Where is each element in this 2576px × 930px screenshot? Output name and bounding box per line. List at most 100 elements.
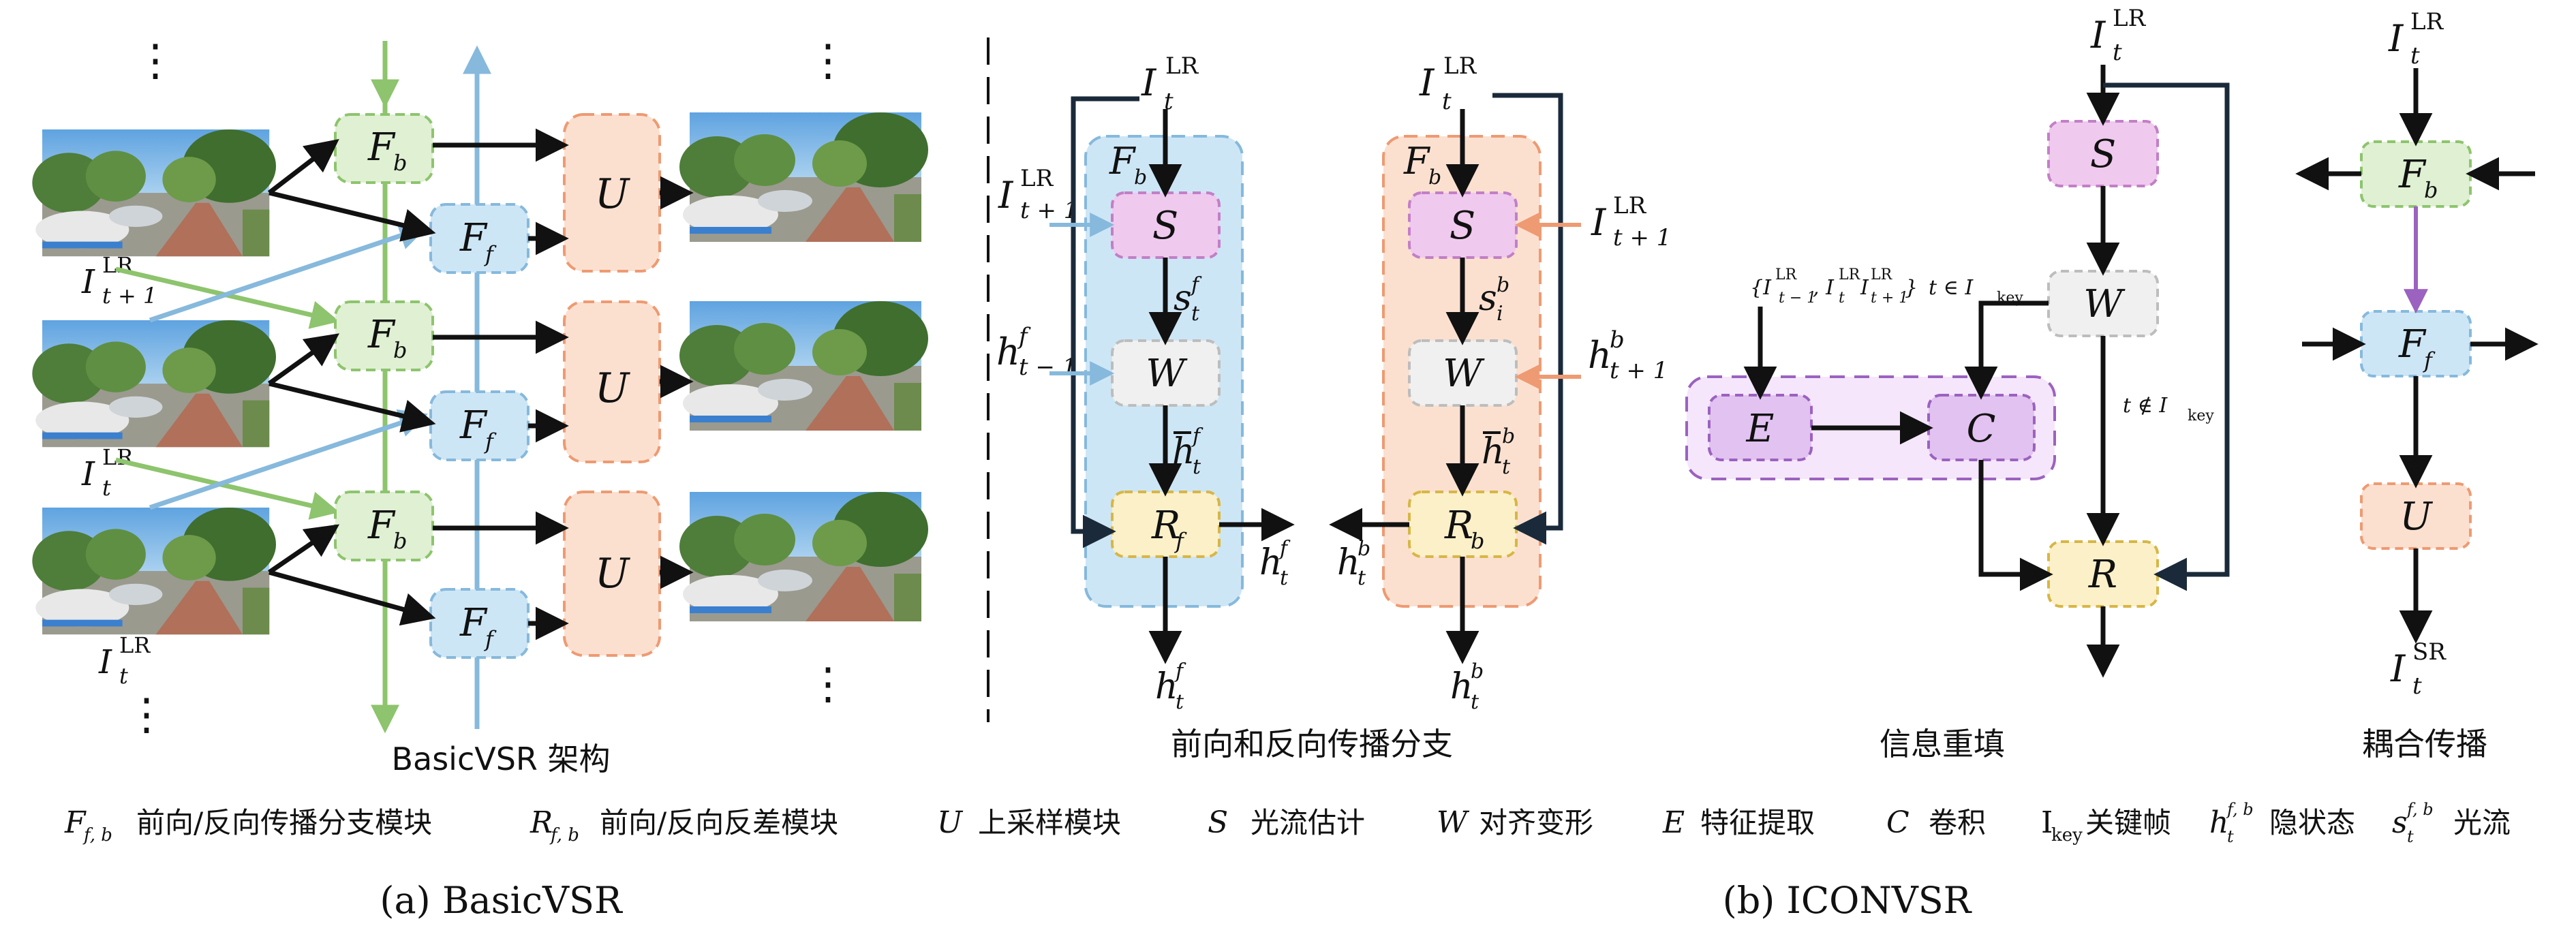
svg-text:LR: LR [2410, 8, 2444, 35]
svg-text:S: S [1152, 204, 1178, 248]
svg-text:卷积: 卷积 [1929, 806, 1986, 839]
bwd-S-box: S [1408, 191, 1518, 259]
svg-text:b: b [1358, 537, 1370, 561]
svg-text:I: I [2388, 17, 2404, 60]
svg-text:U: U [595, 170, 631, 218]
bwd-s-i-label: s b i [1479, 273, 1509, 326]
svg-text:t: t [2227, 827, 2234, 846]
input-frame-t-plus-1 [32, 129, 277, 257]
svg-text:E: E [1662, 805, 1685, 840]
svg-text:特征提取: 特征提取 [1700, 806, 1815, 839]
refill-I-t-label: I LR t [2090, 5, 2147, 66]
refill-E-box: E [1708, 394, 1813, 461]
svg-text:F: F [64, 805, 87, 840]
fwd-I-t-plus-1-label: I LR t + 1 [998, 165, 1078, 224]
coupled-panel: I LR t F b F f U I SR t [2295, 8, 2539, 762]
svg-text:W: W [1443, 352, 1485, 396]
svg-text:b: b [1134, 166, 1147, 189]
label-I-t: I LR t [81, 444, 134, 501]
svg-text:C: C [1886, 805, 1910, 840]
svg-text:t: t [1164, 88, 1174, 115]
legend-S: S 光流估计 [1208, 805, 1365, 840]
svg-text:b: b [1428, 166, 1441, 189]
svg-text:f: f [1174, 660, 1186, 683]
svg-text:F: F [459, 216, 488, 260]
legend-I-key: I key 关键帧 [2041, 805, 2171, 846]
vdots-top-right: ⋮ [806, 35, 850, 86]
svg-text:光流估计: 光流估计 [1251, 806, 1365, 839]
basicvsr-panel: ⋮ ⋮ ⋮ ⋮ I LR t + 1 I LR t I LR t [32, 35, 928, 777]
svg-text:LR: LR [1613, 192, 1647, 219]
fwd-bwd-panel: F b I LR t I LR t + 1 h f t − 1 S W R [996, 52, 1671, 762]
Fb-box-2: F b [334, 300, 434, 371]
U-box-2: U [563, 300, 661, 463]
svg-text:b: b [1610, 326, 1625, 354]
Ff-box-2: F f [429, 390, 530, 461]
svg-text:}: } [1905, 276, 1918, 300]
bwd-Rb-box: R b [1408, 491, 1518, 558]
svg-text:F: F [2398, 322, 2427, 367]
coupled-I-t-SR-label: I SR t [2390, 638, 2447, 700]
svg-text:s: s [2392, 805, 2408, 840]
key-set-label: {I t − 1 LR , I LR t I LR t + 1 } t ∈ I … [1750, 266, 2023, 307]
svg-text:F: F [459, 403, 488, 448]
svg-text:S: S [2090, 132, 2116, 176]
legend-C: C 卷积 [1886, 805, 1986, 840]
output-frame-1 [679, 112, 928, 242]
coupled-I-t-label: I LR t [2388, 8, 2444, 69]
label-I-t-lower: I LR t [98, 632, 151, 689]
svg-text:F: F [459, 601, 488, 645]
svg-text:I: I [1419, 61, 1435, 104]
svg-text:LR: LR [2113, 5, 2147, 32]
U-box-3: U [563, 491, 661, 657]
svg-text:key: key [2051, 825, 2083, 846]
svg-text:f, b: f, b [2226, 800, 2254, 819]
bwd-I-t-label: I LR t [1419, 52, 1477, 115]
svg-text:LR: LR [102, 444, 134, 470]
svg-text:F: F [367, 503, 396, 548]
fwd-Rf-box: R f [1111, 491, 1221, 558]
svg-text:i: i [1497, 302, 1503, 326]
subcaption-a: (a) BasicVSR [380, 879, 623, 922]
svg-text:F: F [1403, 140, 1431, 183]
svg-text:I: I [2090, 14, 2106, 57]
svg-text:{I: {I [1750, 276, 1772, 300]
svg-text:LR: LR [1871, 266, 1893, 283]
legend-F: F f, b 前向/反向传播分支模块 [64, 805, 432, 846]
svg-text:t: t [1471, 690, 1479, 714]
legend-U: U 上采样模块 [937, 805, 1121, 840]
svg-text:, I: , I [1813, 276, 1835, 300]
bwd-hbar-label: h b t [1482, 424, 1515, 479]
bwd-h-t-plus-1-label: h b t + 1 [1588, 326, 1668, 384]
refill-C-box: C [1927, 394, 2036, 461]
svg-text:R: R [1444, 503, 1473, 548]
Ff-box-3: F f [429, 588, 530, 659]
svg-text:t + 1: t + 1 [1020, 197, 1078, 224]
svg-text:光流: 光流 [2453, 806, 2511, 839]
svg-text:LR: LR [1165, 52, 1199, 80]
coupled-Fb-box: F b [2360, 140, 2472, 208]
svg-text:隐状态: 隐状态 [2269, 806, 2355, 839]
svg-text:R: R [2088, 553, 2117, 597]
svg-text:t: t [2407, 827, 2414, 846]
legend-h: h f, b t 隐状态 [2209, 800, 2355, 846]
svg-text:F: F [2398, 153, 2427, 197]
legend-s: s f, b t 光流 [2392, 800, 2511, 846]
svg-text:t: t [2113, 39, 2122, 66]
svg-text:t − 1: t − 1 [1019, 354, 1077, 381]
label-I-t-plus-1: I LR t + 1 [81, 252, 157, 309]
svg-text:I: I [81, 455, 95, 493]
svg-text:t + 1: t + 1 [1871, 290, 1908, 307]
svg-text:t: t [1839, 290, 1845, 307]
svg-text:b: b [1471, 660, 1484, 683]
svg-text:t: t [1442, 88, 1452, 115]
svg-text:W: W [1146, 352, 1188, 396]
svg-text:f: f [1017, 323, 1031, 350]
Fb-box-3: F b [334, 491, 434, 561]
svg-text:h: h [1172, 431, 1195, 472]
svg-text:LR: LR [119, 632, 151, 658]
svg-text:h: h [1482, 431, 1505, 472]
fwd-h-t-out-bottom: h f t [1155, 660, 1186, 714]
svg-text:E: E [1746, 407, 1775, 451]
